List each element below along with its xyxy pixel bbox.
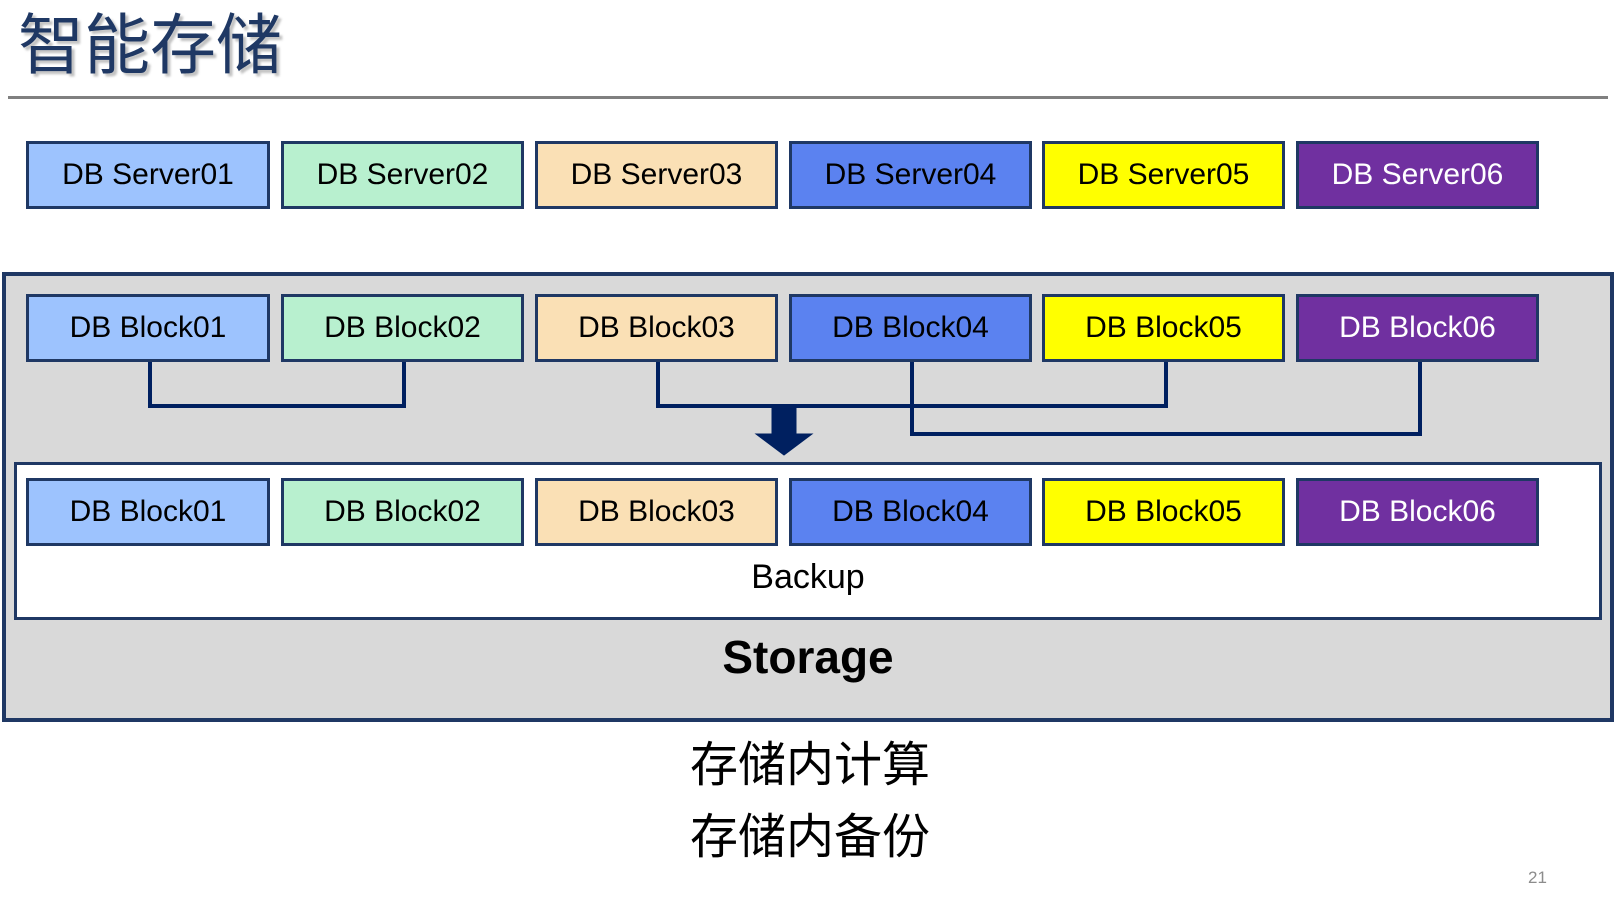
page-number: 21: [1528, 868, 1547, 887]
db-block-backup-box-3[interactable]: DB Block03: [535, 478, 778, 546]
db-server-box-4[interactable]: DB Server04: [789, 141, 1032, 209]
db-block-backup-box-label: DB Block05: [1085, 495, 1242, 528]
db-server-box-label: DB Server02: [316, 158, 489, 191]
db-block-source-box-label: DB Block06: [1339, 311, 1496, 344]
db-block-backup-box-2[interactable]: DB Block02: [281, 478, 524, 546]
db-block-backup-box-label: DB Block02: [324, 495, 481, 528]
db-block-backup-box-1[interactable]: DB Block01: [26, 478, 270, 546]
db-block-backup-box-label: DB Block03: [578, 495, 735, 528]
db-server-box-2[interactable]: DB Server02: [281, 141, 524, 209]
db-server-box-label: DB Server01: [62, 158, 234, 191]
db-server-box-label: DB Server04: [824, 158, 997, 191]
db-server-box-label: DB Server05: [1077, 158, 1250, 191]
db-block-backup-box-4[interactable]: DB Block04: [789, 478, 1032, 546]
db-block-source-box-label: DB Block01: [69, 311, 227, 344]
db-block-source-box-label: DB Block03: [578, 311, 735, 344]
db-block-backup-box-5[interactable]: DB Block05: [1042, 478, 1285, 546]
db-block-source-box-5[interactable]: DB Block05: [1042, 294, 1285, 362]
title-divider: [8, 96, 1608, 99]
bracket-block04-block06-left-leg: [910, 362, 914, 436]
storage-label: Storage: [722, 631, 894, 683]
db-block-source-box-label: DB Block05: [1085, 311, 1242, 344]
db-block-backup-box-6[interactable]: DB Block06: [1296, 478, 1539, 546]
caption-in-storage-compute: 存储内计算: [689, 739, 930, 792]
db-block-backup-box-label: DB Block04: [832, 495, 989, 528]
bracket-block01-block02-left-leg: [148, 362, 152, 408]
bracket-block04-block06-cross: [910, 432, 1422, 436]
db-server-box-label: DB Server06: [1331, 158, 1504, 191]
bracket-block01-block02-right-leg: [402, 362, 406, 408]
bracket-block03-block05-right-leg: [1164, 362, 1168, 408]
db-block-source-box-1[interactable]: DB Block01: [26, 294, 270, 362]
db-block-source-box-6[interactable]: DB Block06: [1296, 294, 1539, 362]
db-block-backup-box-label: DB Block01: [69, 495, 227, 528]
db-block-source-box-2[interactable]: DB Block02: [281, 294, 524, 362]
caption-in-storage-backup: 存储内备份: [689, 811, 930, 864]
bracket-block04-block06-right-leg: [1418, 362, 1422, 436]
db-block-source-box-label: DB Block02: [324, 311, 481, 344]
db-block-backup-box-label: DB Block06: [1339, 495, 1496, 528]
backup-label: Backup: [751, 558, 865, 596]
bracket-block03-block05-left-leg: [656, 362, 660, 408]
db-block-source-box-4[interactable]: DB Block04: [789, 294, 1032, 362]
down-arrow-icon: [754, 408, 814, 456]
db-server-box-3[interactable]: DB Server03: [535, 141, 778, 209]
db-block-source-box-label: DB Block04: [832, 311, 989, 344]
db-server-box-6[interactable]: DB Server06: [1296, 141, 1539, 209]
db-server-box-1[interactable]: DB Server01: [26, 141, 270, 209]
db-server-box-label: DB Server03: [570, 158, 743, 191]
db-server-box-5[interactable]: DB Server05: [1042, 141, 1285, 209]
db-block-source-box-3[interactable]: DB Block03: [535, 294, 778, 362]
bracket-block01-block02-cross: [148, 404, 406, 408]
page-title: 智能存储: [18, 8, 282, 82]
